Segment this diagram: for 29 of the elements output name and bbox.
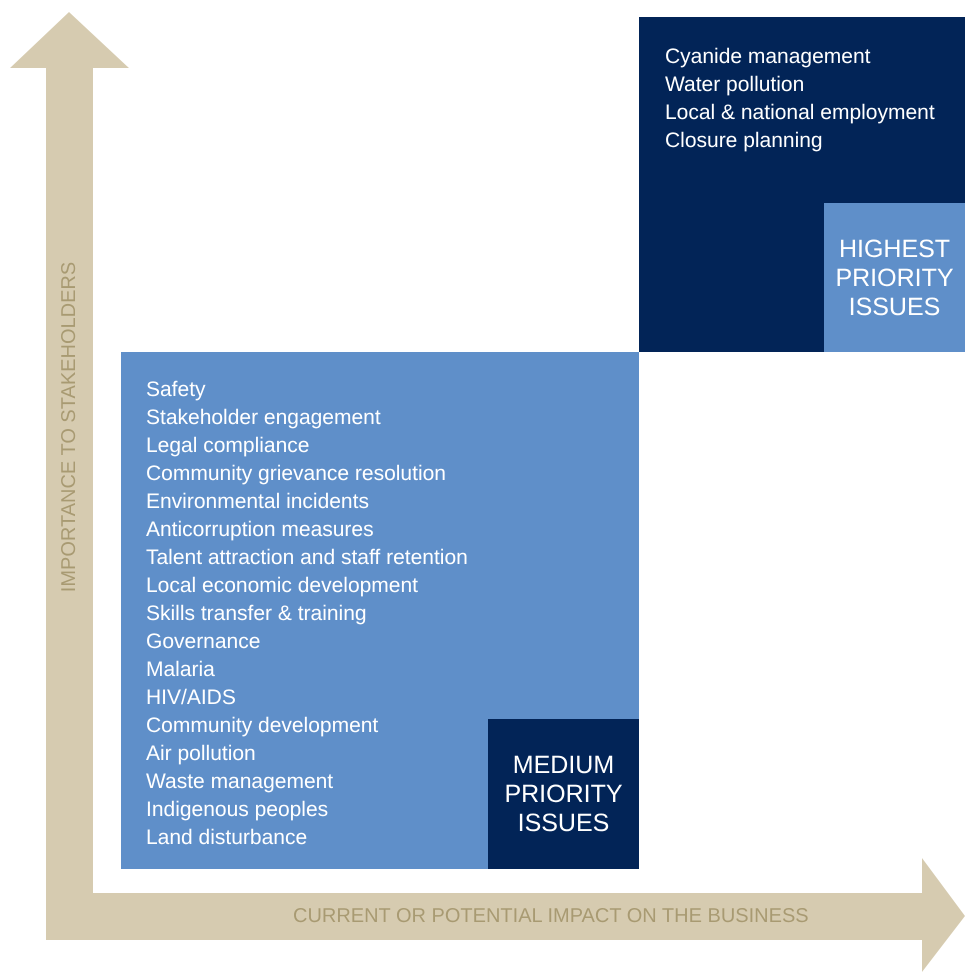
issue-text: Governance [146,629,260,655]
priority-label-box [824,203,965,352]
priority-label-box [488,719,639,869]
issue-text: Air pollution [146,741,256,767]
priority-label: MEDIUM PRIORITY ISSUES [503,751,624,838]
axis-label: IMPORTANCE TO STAKEHOLDERS [57,262,82,592]
axis-label: CURRENT OR POTENTIAL IMPACT ON THE BUSINESS [293,904,809,928]
issue-text: Stakeholder engagement [146,405,381,431]
priority-quadrant [121,352,639,869]
issue-text: Cyanide management [665,44,870,70]
issue-text: Land disturbance [146,825,308,851]
priority-label: HIGHEST PRIORITY ISSUES [834,235,955,322]
issue-text: Malaria [146,657,215,683]
issue-text: Safety [146,377,206,403]
issue-text: Indigenous peoples [146,797,328,823]
issue-text: Community development [146,713,378,739]
issue-text: Skills transfer & training [146,601,367,627]
issue-text: Waste management [146,769,334,795]
issue-text: HIV/AIDS [146,685,236,711]
issue-text: Closure planning [665,128,823,154]
issue-text: Environmental incidents [146,489,369,515]
priority-quadrant [639,17,965,352]
issue-text: Local economic development [146,573,418,599]
issue-text: Legal compliance [146,433,310,459]
issue-text: Community grievance resolution [146,461,446,487]
issue-text: Local & national employment [665,100,935,126]
issue-text: Anticorruption measures [146,517,374,543]
issue-text: Talent attraction and staff retention [146,545,468,571]
issue-text: Water pollution [665,72,804,98]
